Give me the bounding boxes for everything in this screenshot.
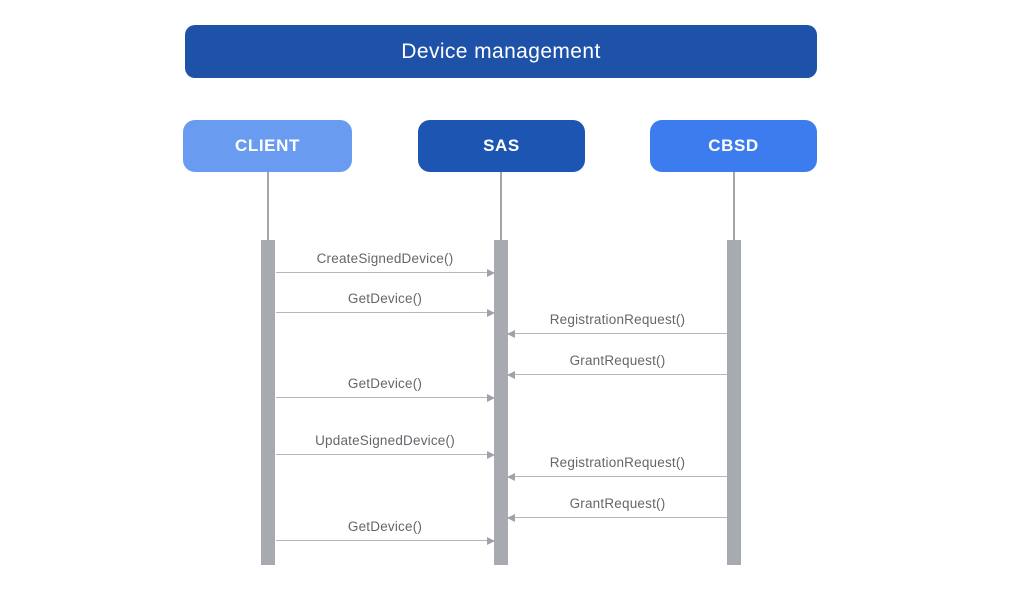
activation-bar-cbsd (727, 240, 741, 565)
arrowhead-right-icon (487, 450, 495, 459)
message-line (276, 311, 494, 313)
message-line (508, 516, 727, 518)
message-label: GetDevice() (347, 376, 423, 391)
lifeline-sas (500, 172, 502, 240)
lifeline-cbsd (733, 172, 735, 240)
message-label: UpdateSignedDevice() (315, 433, 455, 448)
arrowhead-right-icon (487, 308, 495, 317)
message-get-device-2: GetDevice() (276, 372, 495, 402)
actor-sas: SAS (418, 120, 585, 172)
message-registration-request-2: RegistrationRequest() (507, 451, 727, 481)
activation-bar-sas (494, 240, 508, 565)
message-get-device-1: GetDevice() (276, 287, 495, 317)
activation-bar-client (261, 240, 275, 565)
message-label: GetDevice() (347, 519, 423, 534)
arrowhead-right-icon (487, 268, 495, 277)
arrowhead-left-icon (507, 513, 515, 522)
message-grant-request-1: GrantRequest() (507, 349, 727, 379)
message-line (276, 453, 494, 455)
message-label: RegistrationRequest() (549, 455, 686, 470)
message-label: RegistrationRequest() (549, 312, 686, 327)
diagram-title: Device management (185, 25, 817, 78)
message-get-device-3: GetDevice() (276, 515, 495, 545)
message-line (508, 332, 727, 334)
message-label: GrantRequest() (569, 353, 666, 368)
message-line (276, 271, 494, 273)
arrowhead-left-icon (507, 329, 515, 338)
lifeline-client (267, 172, 269, 240)
message-label: GrantRequest() (569, 496, 666, 511)
arrowhead-right-icon (487, 393, 495, 402)
message-update-signed-device: UpdateSignedDevice() (276, 429, 495, 459)
arrowhead-right-icon (487, 536, 495, 545)
message-line (276, 539, 494, 541)
message-label: GetDevice() (347, 291, 423, 306)
arrowhead-left-icon (507, 472, 515, 481)
actor-client: CLIENT (183, 120, 352, 172)
message-grant-request-2: GrantRequest() (507, 492, 727, 522)
arrowhead-left-icon (507, 370, 515, 379)
message-line (508, 373, 727, 375)
message-label: CreateSignedDevice() (316, 251, 454, 266)
message-create-signed-device: CreateSignedDevice() (276, 247, 495, 277)
message-line (508, 475, 727, 477)
actor-cbsd: CBSD (650, 120, 817, 172)
message-line (276, 396, 494, 398)
message-registration-request-1: RegistrationRequest() (507, 308, 727, 338)
